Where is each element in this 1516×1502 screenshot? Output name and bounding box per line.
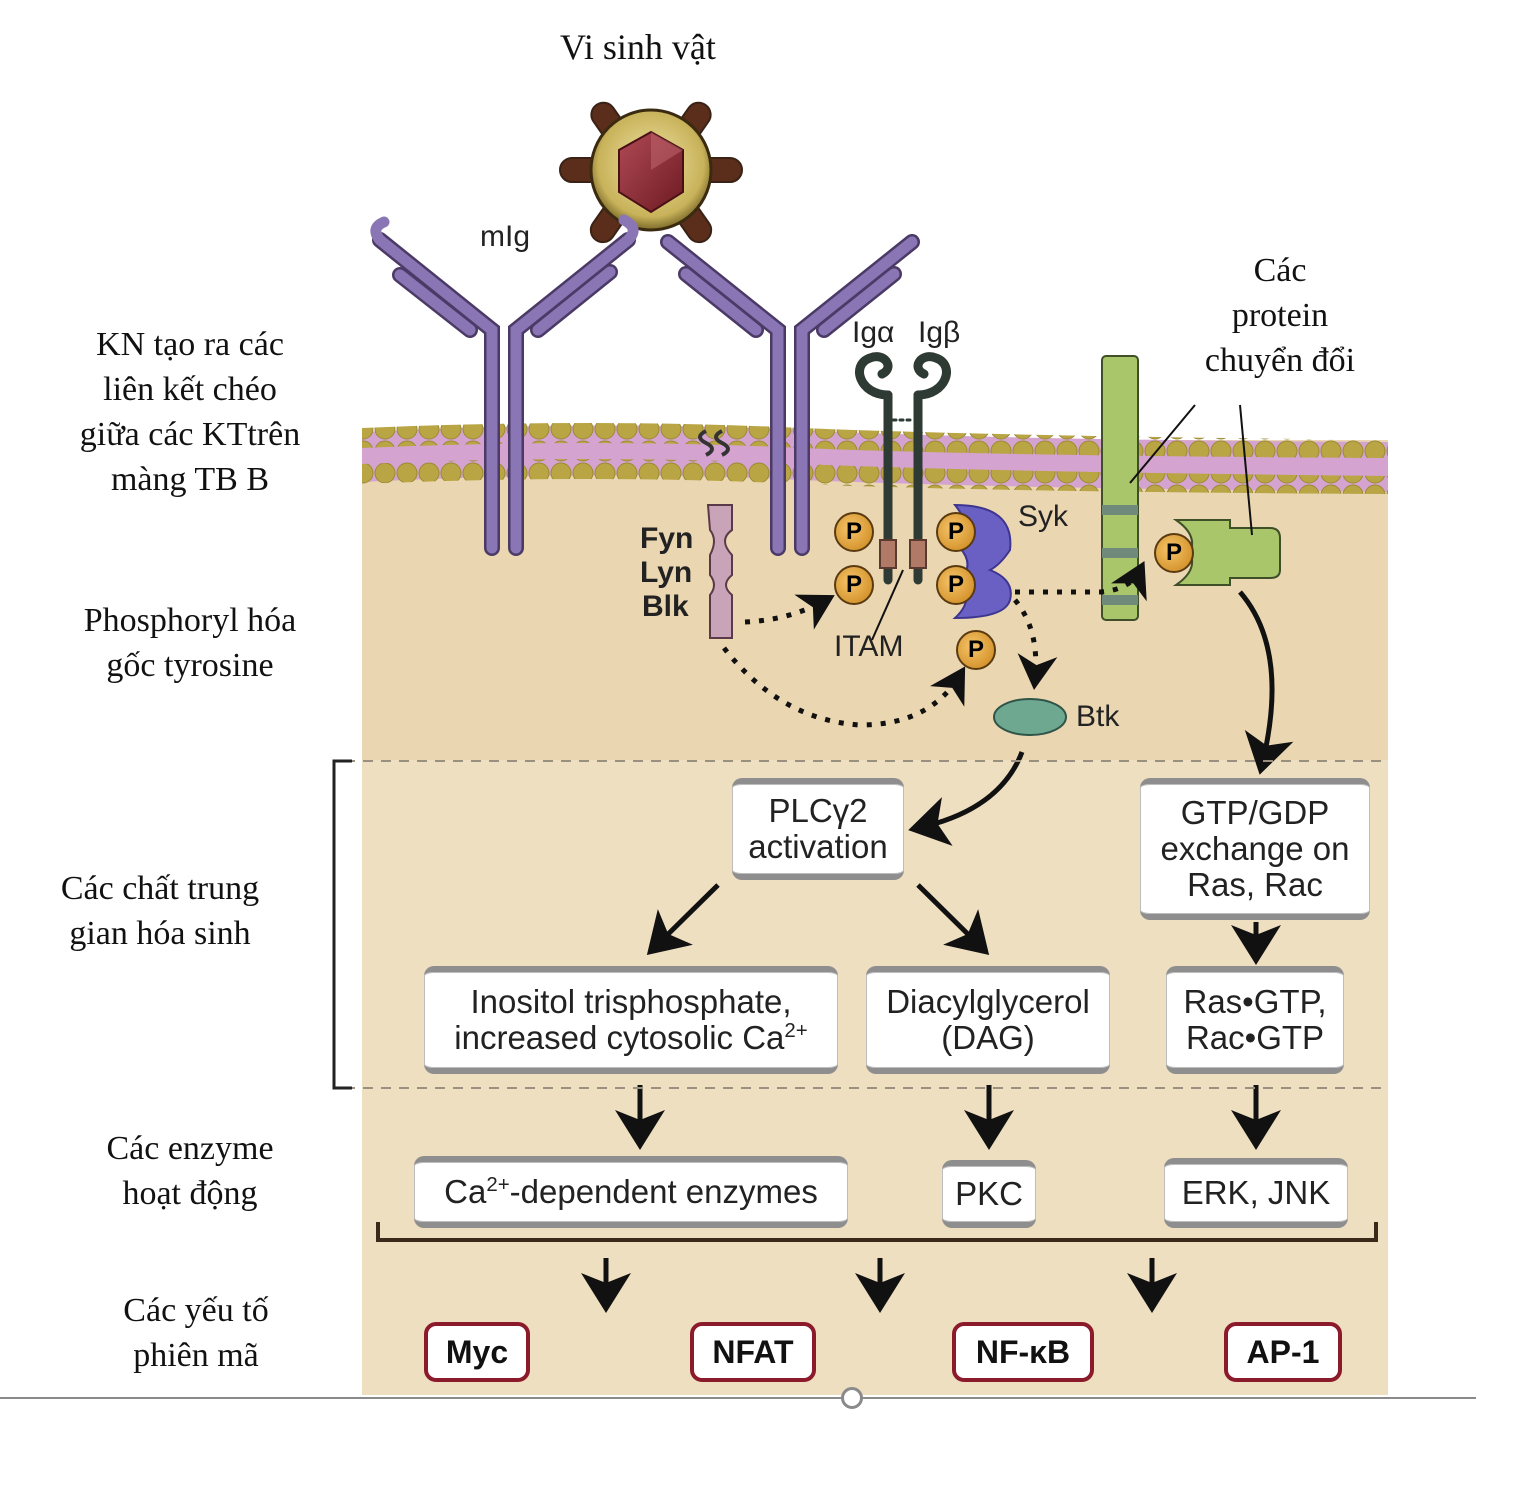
- solid-arrows: [581, 590, 1294, 1313]
- src-kinase: [698, 429, 733, 639]
- phospho-icon: P: [834, 565, 874, 605]
- membrane-ig-right: [660, 234, 920, 556]
- gtp-line2: exchange on: [1160, 830, 1350, 867]
- phospho-icon: P: [1154, 533, 1194, 573]
- erk-jnk-box: ERK, JNK: [1164, 1158, 1348, 1228]
- ig-alpha-beta: [855, 352, 951, 585]
- region-separators: [345, 760, 1388, 1089]
- fyn-label: Fyn: [640, 522, 694, 555]
- plc-gamma2-box: PLCγ2 activation: [732, 778, 904, 880]
- ras-line1: Ras•GTP,: [1183, 983, 1327, 1020]
- ca-prefix: Ca: [444, 1173, 487, 1210]
- tf-ap1: AP-1: [1224, 1322, 1342, 1382]
- plc-line1: PLCγ2: [768, 792, 868, 829]
- syk-label: Syk: [1018, 500, 1069, 533]
- ca-enzymes-text: Ca2+-dependent enzymes: [444, 1174, 818, 1210]
- ip3-box: Inositol trisphosphate, increased cytoso…: [424, 966, 838, 1074]
- phospho-icon: P: [834, 512, 874, 552]
- side-label-crosslink: KN tạo ra các liên kết chéo giữa các KTt…: [79, 326, 301, 498]
- phospho-icon: P: [936, 565, 976, 605]
- btk-protein: [993, 698, 1067, 736]
- ip3-sup: 2+: [784, 1019, 808, 1042]
- ip3-line1: Inositol trisphosphate,: [470, 983, 792, 1020]
- btk-label: Btk: [1076, 700, 1120, 733]
- ip3-line2: increased cytosolic Ca: [454, 1019, 785, 1056]
- tf-nfat: NFAT: [690, 1322, 816, 1382]
- itam-label: ITAM: [834, 630, 904, 663]
- membrane-ig-left: [370, 214, 639, 556]
- plc-line2: activation: [748, 828, 888, 865]
- phospho-icon: P: [956, 630, 996, 670]
- microbe-icon: [559, 101, 743, 244]
- ras-rac-gtp-box: Ras•GTP, Rac•GTP: [1166, 966, 1344, 1074]
- dag-box: Diacylglycerol (DAG): [866, 966, 1110, 1074]
- side-label-phosphorylation: Phosphoryl hóa gốc tyrosine: [83, 602, 297, 684]
- diagram-title: Vi sinh vật: [560, 27, 716, 67]
- ras-line2: Rac•GTP: [1185, 1019, 1325, 1056]
- ca-sup: 2+: [486, 1173, 510, 1196]
- dag-line2: (DAG): [941, 1019, 1035, 1056]
- intermediates-bracket: [332, 759, 352, 1090]
- gtp-gdp-exchange-box: GTP/GDP exchange on Ras, Rac: [1140, 778, 1370, 920]
- enzymes-bracket: [376, 1222, 1378, 1242]
- resize-handle[interactable]: [841, 1387, 863, 1409]
- tf-myc: Myc: [424, 1322, 530, 1382]
- phospho-icon: P: [936, 512, 976, 552]
- tf-nfkb: NF-κB: [952, 1322, 1094, 1382]
- pkc-text: PKC: [955, 1175, 1023, 1212]
- adaptor-transmembrane: [1101, 355, 1139, 621]
- dotted-arrows: [722, 561, 1147, 728]
- pkc-box: PKC: [942, 1160, 1036, 1228]
- adaptor-proteins-label: Các protein chuyển đổi: [1204, 252, 1356, 379]
- dag-line1: Diacylglycerol: [886, 983, 1090, 1020]
- ig-beta-label: Igβ: [918, 316, 961, 349]
- bottom-divider: [0, 1397, 1476, 1399]
- ca-suffix: -dependent enzymes: [509, 1173, 818, 1210]
- mig-label: mIg: [480, 220, 531, 253]
- side-label-intermediates: Các chất trung gian hóa sinh: [60, 870, 260, 952]
- gtp-line3: Ras, Rac: [1187, 866, 1323, 903]
- side-label-enzymes: Các enzyme hoạt động: [106, 1130, 274, 1212]
- erk-text: ERK, JNK: [1181, 1174, 1331, 1211]
- side-label-transcription-factors: Các yếu tố phiên mã: [123, 1292, 269, 1374]
- adaptor-pointer-lines: [871, 404, 1253, 641]
- gtp-line1: GTP/GDP: [1180, 794, 1330, 831]
- ig-alpha-label: Igα: [852, 316, 895, 349]
- lyn-label: Lyn: [640, 556, 693, 589]
- blk-label: Blk: [642, 590, 689, 623]
- ca-dependent-enzymes-box: Ca2+-dependent enzymes: [414, 1156, 848, 1228]
- ip3-line2-wrap: increased cytosolic Ca2+: [454, 1020, 807, 1056]
